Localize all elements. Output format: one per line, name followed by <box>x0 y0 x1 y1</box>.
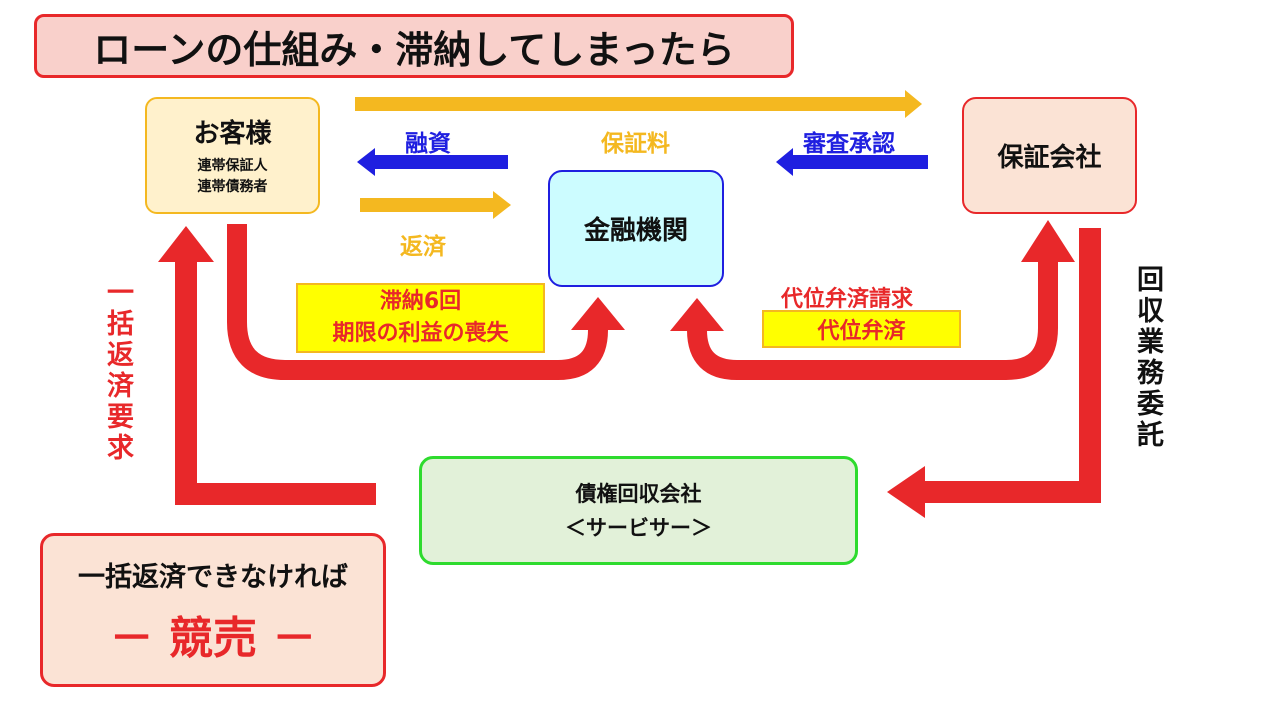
loan-arrow <box>357 148 508 176</box>
joint-debtor-label: 連帯債務者 <box>197 179 268 195</box>
loan-label: 融資 <box>405 131 451 157</box>
subrogation-box: 代位弁済 <box>762 310 961 348</box>
subrogation-request-label: 代位弁済請求 <box>781 287 914 312</box>
review-approval-arrow <box>776 148 928 176</box>
subrogation-arrowhead-guarantor <box>1021 220 1075 262</box>
lump-sum-arrow <box>175 262 376 505</box>
auction-node: 一括返済できなければ － 競売 － <box>40 533 386 687</box>
customer-label: お客様 <box>193 119 272 149</box>
delinquency-arrowhead <box>571 297 625 330</box>
repayment-label: 返済 <box>400 234 446 260</box>
servicer-label: 債権回収会社 <box>575 481 702 506</box>
bank-node: 金融機関 <box>548 170 724 287</box>
customer-node: お客様 連帯保証人 連帯債務者 <box>145 97 320 214</box>
servicer-sublabel: ＜サービサー＞ <box>565 515 712 540</box>
guarantee-fee-label: 保証料 <box>601 131 670 157</box>
review-approval-label: 審査承認 <box>803 131 895 157</box>
auction-label: － 競売 － <box>109 612 317 664</box>
outsourcing-arrowhead <box>887 466 925 518</box>
page-title: ローンの仕組み・滞納してしまったら <box>34 14 794 78</box>
collection-outsourcing-label: 回収業務委託 <box>1132 265 1163 451</box>
lump-sum-arrowhead <box>158 226 214 262</box>
delinquency-box: 滞納6回 期限の利益の喪失 <box>296 283 545 353</box>
auction-condition-label: 一括返済できなければ <box>78 561 348 593</box>
guarantee-fee-arrow <box>355 90 922 118</box>
delinquency-arrow <box>227 224 608 380</box>
subrogation-arrowhead-bank <box>670 298 724 331</box>
bank-label: 金融機関 <box>583 216 688 246</box>
guarantor-label: 保証会社 <box>997 143 1102 173</box>
servicer-node: 債権回収会社 ＜サービサー＞ <box>419 456 858 565</box>
repayment-arrow <box>360 191 511 219</box>
loss-of-benefit-label: 期限の利益の喪失 <box>332 321 509 346</box>
subrogation-label: 代位弁済 <box>817 319 906 344</box>
page-title-text: ローンの仕組み・滞納してしまったら <box>93 27 735 72</box>
delinquency-count-label: 滞納6回 <box>379 289 462 314</box>
subrogation-arrow <box>687 258 1058 380</box>
outsourcing-arrow <box>925 228 1101 503</box>
guarantor-node: 保証会社 <box>962 97 1137 214</box>
lump-sum-demand-label: 一括返済要求 <box>102 278 133 464</box>
joint-guarantor-label: 連帯保証人 <box>197 158 268 174</box>
